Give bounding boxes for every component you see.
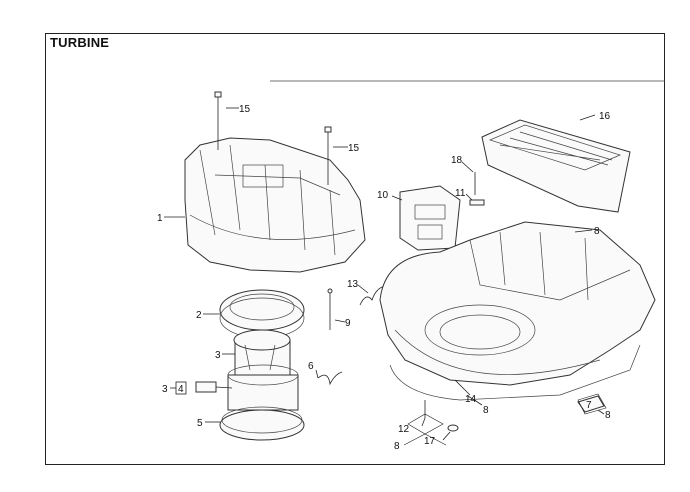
callout-8b: 8 [483,405,489,416]
callout-17: 17 [424,436,436,447]
callout-16: 16 [599,111,611,122]
callout-diamond-7 [577,393,607,415]
part-gasket-8[interactable] [389,344,641,401]
part-base-ring[interactable] [219,406,305,441]
callout-diamond-12 [407,413,444,435]
callout-1: 1 [157,213,163,224]
diagram-title: TURBINE [50,35,110,50]
callout-3a: 3 [215,350,221,361]
part-tank-8[interactable] [379,221,656,386]
callout-15a: 15 [239,104,251,115]
part-motor[interactable] [227,329,299,411]
part-bracket-10[interactable] [399,185,461,251]
part-turbine-housing[interactable] [184,137,366,273]
callout-15b: 15 [348,143,360,154]
leader-lines [164,107,605,441]
callout-3b: 3 [162,384,168,395]
callout-6: 6 [308,361,314,372]
part-rod-9[interactable] [327,288,333,330]
callout-18: 18 [451,155,463,166]
callout-11: 11 [455,188,466,199]
callout-10: 10 [377,190,389,201]
callout-5: 5 [197,418,203,429]
callout-7: 7 [586,400,592,411]
callout-4: 4 [178,384,184,395]
callout-8d: 8 [605,410,611,421]
part-clip-17[interactable] [447,424,459,432]
callout-2: 2 [196,310,202,321]
callout-9: 9 [345,318,351,329]
part-wire-6[interactable] [317,371,343,386]
callout-14: 14 [465,394,477,405]
part-clip-11[interactable] [469,199,485,206]
part-filter-16[interactable] [481,119,631,213]
callout-diamond-17 [403,433,447,446]
callout-12: 12 [398,424,410,435]
callout-box-4 [175,381,187,395]
part-screw-15b[interactable] [324,126,332,185]
part-screw-15a[interactable] [214,91,222,150]
callout-8a: 8 [594,226,600,237]
part-connector[interactable] [195,381,233,393]
callout-13: 13 [347,279,359,290]
part-fastener-14[interactable] [454,379,471,396]
part-cable-13[interactable] [359,285,386,306]
callout-8c: 8 [394,441,400,452]
